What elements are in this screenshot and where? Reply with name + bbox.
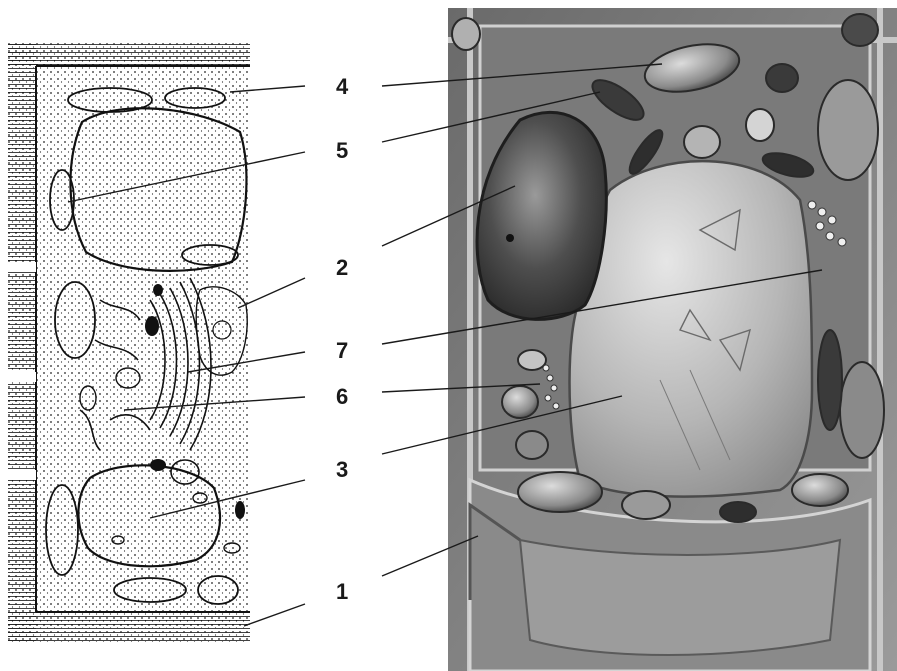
label-7: 7: [336, 338, 348, 363]
leader-1-left: [244, 604, 305, 626]
label-4: 4: [336, 74, 349, 99]
label-5: 5: [336, 138, 348, 163]
bottom-cell-wall: [8, 612, 250, 642]
label-numbers: 4 5 2 7 6 3 1: [336, 74, 349, 604]
label-3: 3: [336, 457, 348, 482]
cytoplasm-stipple: [8, 42, 250, 642]
top-cell-wall: [8, 42, 250, 66]
left-cell-wall: [8, 42, 36, 642]
right-shaded-illustration: [448, 8, 897, 671]
label-6: 6: [336, 384, 348, 409]
label-2: 2: [336, 255, 348, 280]
label-1: 1: [336, 579, 348, 604]
left-line-drawing: [8, 42, 250, 642]
